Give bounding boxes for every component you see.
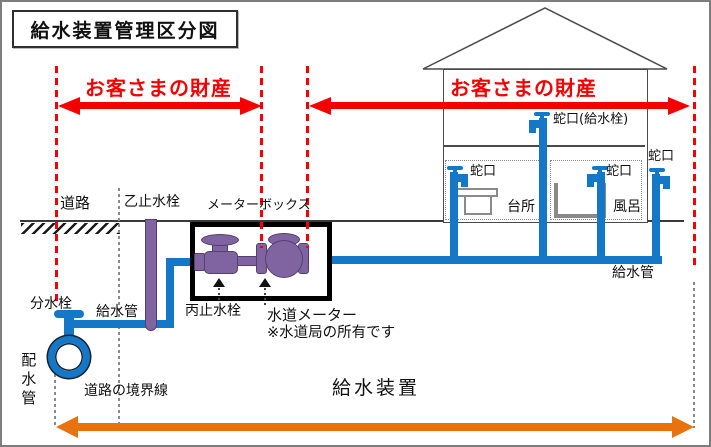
ownership-label-left: お客さまの財産 <box>85 76 232 100</box>
boundary-dash-mid-left <box>260 66 263 248</box>
boundary-dash-left <box>55 66 58 302</box>
road-boundary-line <box>118 188 120 428</box>
red-arrowhead <box>240 97 262 115</box>
boundary-dash-mid-right <box>306 66 309 248</box>
meter-box-label: メーターボックス <box>207 198 311 213</box>
left-span-guide-line <box>54 374 56 428</box>
road-label: 道路 <box>60 194 91 212</box>
pipe-supply-underground <box>68 320 174 328</box>
supply-system-span-arrow <box>76 423 674 431</box>
pipe-kitchen-riser <box>450 188 458 264</box>
ownership-label-right: お客さまの財産 <box>450 76 597 100</box>
supply-system-label: 給水装置 <box>332 377 421 399</box>
main-tap-label: 蛇口(給水栓) <box>553 112 629 127</box>
branch-valve-stem <box>64 314 74 338</box>
pipe-meterbox-entry <box>166 258 200 266</box>
outdoor-tap-label: 蛇口 <box>648 149 675 164</box>
stop-valve-icon-hei-wheel <box>201 234 239 246</box>
water-meter-label: 水道メーター <box>267 306 358 324</box>
pipe-supply-main <box>309 256 662 264</box>
right-span-guide-line <box>693 282 695 428</box>
red-arrow-right <box>327 102 670 109</box>
pipe-bath-riser <box>597 188 605 264</box>
stop-valve-icon-otsu <box>145 219 157 331</box>
distribution-pipe-icon <box>48 336 90 378</box>
roof-icon <box>422 7 668 70</box>
red-arrowhead <box>58 97 80 115</box>
pipe-main-tap-riser <box>539 132 547 264</box>
callout-marker-meter <box>259 278 271 287</box>
water-meter-icon <box>265 240 303 278</box>
distribution-pipe-label: 配水管 <box>19 352 38 409</box>
red-arrowhead <box>668 97 690 115</box>
page-title: 給水装置管理区分図 <box>12 10 238 48</box>
callout-leader-meter <box>264 288 266 307</box>
stop-valve-icon-hei-body <box>204 251 238 274</box>
ground-hatch-icon <box>21 223 120 234</box>
red-arrowhead <box>309 97 331 115</box>
orange-arrowhead <box>56 416 78 438</box>
road-boundary-label: 道路の境界線 <box>84 383 168 399</box>
hei-valve-label: 丙止水栓 <box>185 303 241 319</box>
pipe-riser-to-meterbox <box>166 260 174 326</box>
ground-line <box>20 220 684 222</box>
water-meter-note: ※水道局の所有です <box>267 325 396 341</box>
faucet-icon-main <box>529 112 550 138</box>
branch-valve-label: 分水栓 <box>30 296 72 312</box>
kitchen-tap-label: 蛇口 <box>470 164 497 179</box>
faucet-icon-outdoor <box>649 168 670 194</box>
kitchen-sink-base <box>464 197 492 215</box>
faucet-icon-bath <box>587 166 608 192</box>
kitchen-label: 台所 <box>507 199 535 215</box>
pipe-outdoor-riser <box>652 190 660 264</box>
faucet-icon-kitchen <box>447 166 468 192</box>
red-arrow-left <box>76 102 242 109</box>
bath-tap-label: 蛇口 <box>606 164 633 179</box>
supply-pipe-label-left: 給水管 <box>96 304 138 320</box>
bath-label: 風呂 <box>613 199 641 215</box>
orange-arrowhead <box>672 416 694 438</box>
boundary-dash-right <box>693 66 696 266</box>
supply-pipe-label-right: 給水管 <box>612 265 654 281</box>
callout-leader-hei <box>218 288 220 303</box>
otsu-valve-label: 乙止水栓 <box>124 194 180 210</box>
callout-marker-hei <box>213 278 225 287</box>
